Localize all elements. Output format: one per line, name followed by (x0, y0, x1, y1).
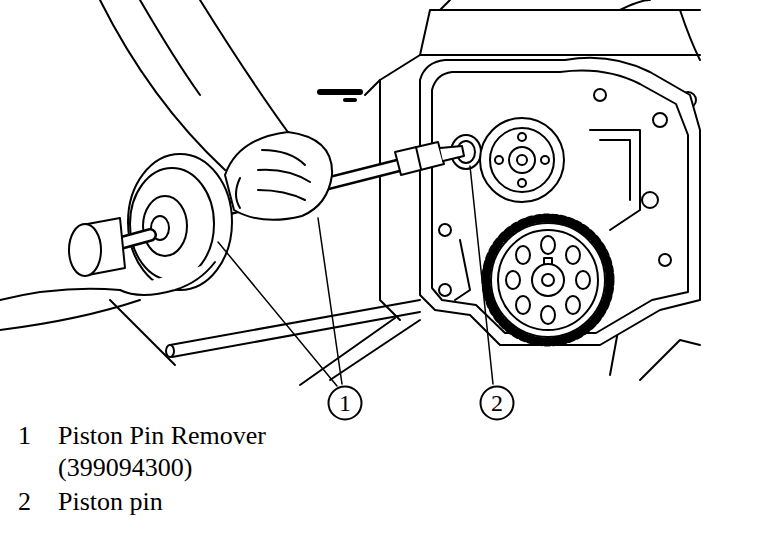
callout-number: 2 (491, 391, 503, 415)
callout-circle: 1 (327, 385, 363, 421)
callout-circle-shape (329, 387, 362, 420)
callout-circle: 2 (479, 385, 515, 421)
callout-number: 2 (18, 486, 31, 518)
part-name: Piston pin (58, 486, 163, 518)
part-name: Piston Pin Remover (399094300) (58, 420, 308, 484)
callout-number: 1 (18, 420, 31, 452)
callout-number: 1 (339, 391, 351, 415)
callout-circle-shape (481, 387, 514, 420)
